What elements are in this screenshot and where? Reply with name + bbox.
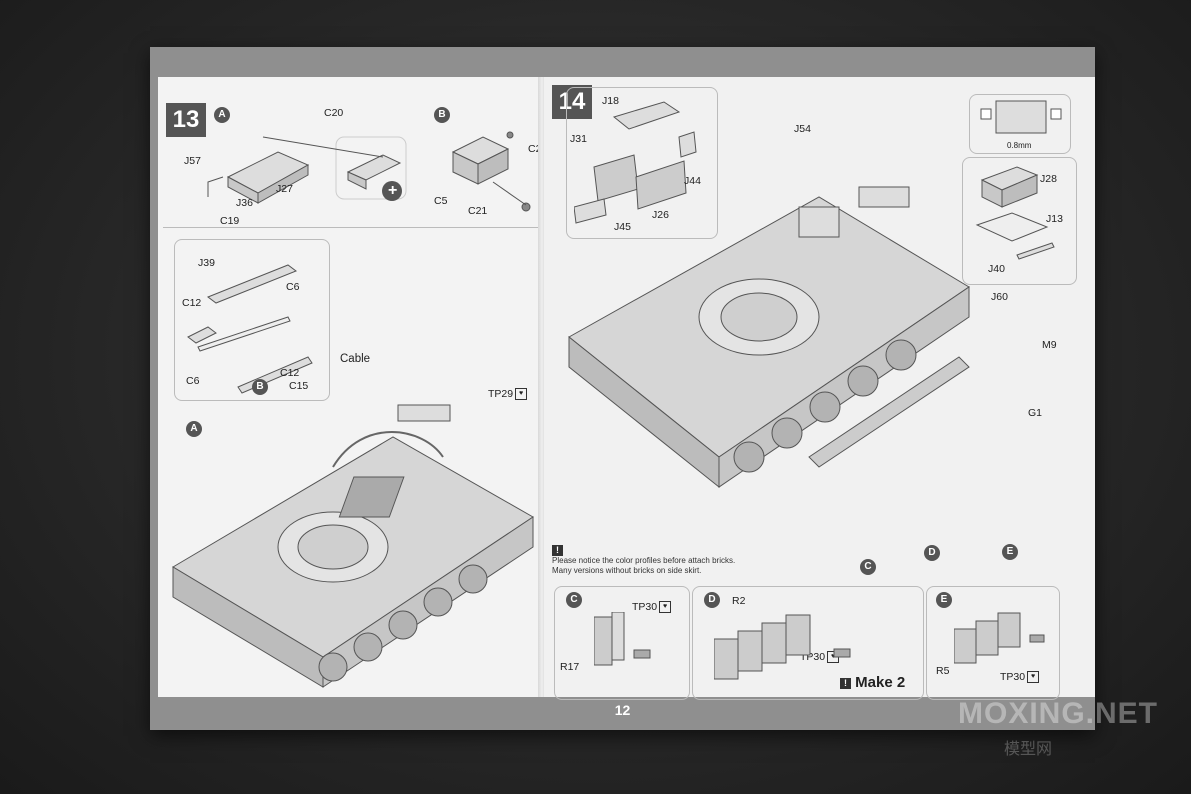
- watermark-subtext: 模型网: [1004, 741, 1053, 758]
- label-m9: M9: [1042, 339, 1057, 351]
- label-tp29: TP29♥: [488, 388, 528, 401]
- step-14-badge: 14: [552, 85, 592, 119]
- right-page: 14 J18 J31 J44 J26 J45 J54 0.8mm: [544, 77, 1095, 700]
- measure-detail-box: [969, 94, 1071, 154]
- step-13-badge: 13: [166, 103, 206, 137]
- armor-panel-box: [566, 87, 718, 239]
- label-r17: R17: [560, 661, 580, 673]
- sub-b-marker: B: [252, 379, 268, 395]
- divider: [163, 227, 540, 228]
- label-c12-left: C12: [182, 297, 202, 309]
- warning-icon: !: [840, 677, 851, 689]
- label-c5: C5: [434, 195, 448, 207]
- detail-d-badge: D: [704, 592, 720, 608]
- detail-d-box: [692, 586, 924, 700]
- label-c15: C15: [289, 380, 309, 392]
- sub-a-marker: A: [186, 421, 202, 437]
- paint-icon: ♥: [659, 601, 672, 614]
- label-j26: J26: [652, 209, 669, 221]
- detail-e-badge: E: [936, 592, 952, 608]
- paint-icon: ♥: [1027, 671, 1040, 684]
- label-tp30-c: TP30♥: [632, 601, 672, 614]
- label-j54: J54: [794, 123, 811, 135]
- measure-detail-drawing: [980, 100, 1062, 134]
- label-j36: J36: [236, 197, 253, 209]
- label-j27: J27: [276, 183, 293, 195]
- hull-drawing-left: [172, 404, 534, 688]
- detail-c-box: [554, 586, 690, 700]
- label-j57: J57: [184, 155, 201, 167]
- hull-drawing-right: [568, 186, 970, 489]
- warning-note: ! Please notice the color profiles befor…: [552, 545, 735, 576]
- label-c20: C20: [324, 107, 344, 119]
- rail-assembly-drawing: [187, 264, 313, 394]
- label-j40: J40: [988, 263, 1005, 275]
- label-c6-bottom: C6: [186, 375, 200, 387]
- label-j45: J45: [614, 221, 631, 233]
- label-c21-bottom: C21: [468, 205, 488, 217]
- zoom-icon: [382, 181, 402, 201]
- brick-c-drawing: [594, 612, 651, 666]
- sub-b-badge: B: [434, 107, 450, 123]
- stowage-box-detail: [962, 157, 1077, 285]
- label-j18: J18: [602, 95, 619, 107]
- left-page: 13 A B C20 J57 J36 J27 C19 +: [158, 77, 547, 697]
- label-j13: J13: [1046, 213, 1063, 225]
- note-line-1: Please notice the color profiles before …: [552, 556, 736, 565]
- sub-e-marker: E: [1002, 544, 1018, 560]
- label-cable: Cable: [340, 353, 371, 365]
- note-line-2: Many versions without bricks on side ski…: [552, 566, 702, 575]
- booklet-gutter: [538, 77, 546, 697]
- label-c19: C19: [220, 215, 240, 227]
- label-j31: J31: [570, 133, 587, 145]
- rail-assembly-box: [174, 239, 330, 401]
- instruction-booklet: 13 A B C20 J57 J36 J27 C19 +: [150, 47, 1095, 730]
- brick-e-drawing: [954, 612, 1045, 664]
- label-c6-top: C6: [286, 281, 300, 293]
- make-2-label: ! Make 2: [840, 674, 905, 691]
- label-j60: J60: [991, 291, 1008, 303]
- label-j44: J44: [684, 175, 701, 187]
- label-g1: G1: [1028, 407, 1043, 419]
- label-measure: 0.8mm: [1007, 141, 1032, 150]
- sub-a-badge: A: [214, 107, 230, 123]
- watermark-logo: MOXING.NET: [958, 697, 1159, 730]
- sub-d-marker: D: [924, 545, 940, 561]
- label-j39: J39: [198, 257, 215, 269]
- page-number: 12: [614, 702, 631, 718]
- paint-icon: ♥: [515, 388, 528, 401]
- sub-c-marker: C: [860, 559, 876, 575]
- label-r2: R2: [732, 595, 746, 607]
- label-c12-bottom: C12: [280, 367, 300, 379]
- label-r5: R5: [936, 665, 950, 677]
- warning-icon: !: [552, 545, 563, 556]
- stowage-box-drawing: [975, 166, 1055, 260]
- detail-e-box: [926, 586, 1060, 700]
- assembly-a-drawing: [207, 136, 407, 204]
- armor-panel-drawing: [574, 101, 697, 224]
- zoom-plus: +: [388, 182, 398, 199]
- detail-c-badge: C: [566, 592, 582, 608]
- label-tp30-e: TP30♥: [1000, 671, 1040, 684]
- brick-d-drawing: [714, 614, 851, 680]
- label-j28: J28: [1040, 173, 1057, 185]
- assembly-b-drawing: [451, 131, 531, 212]
